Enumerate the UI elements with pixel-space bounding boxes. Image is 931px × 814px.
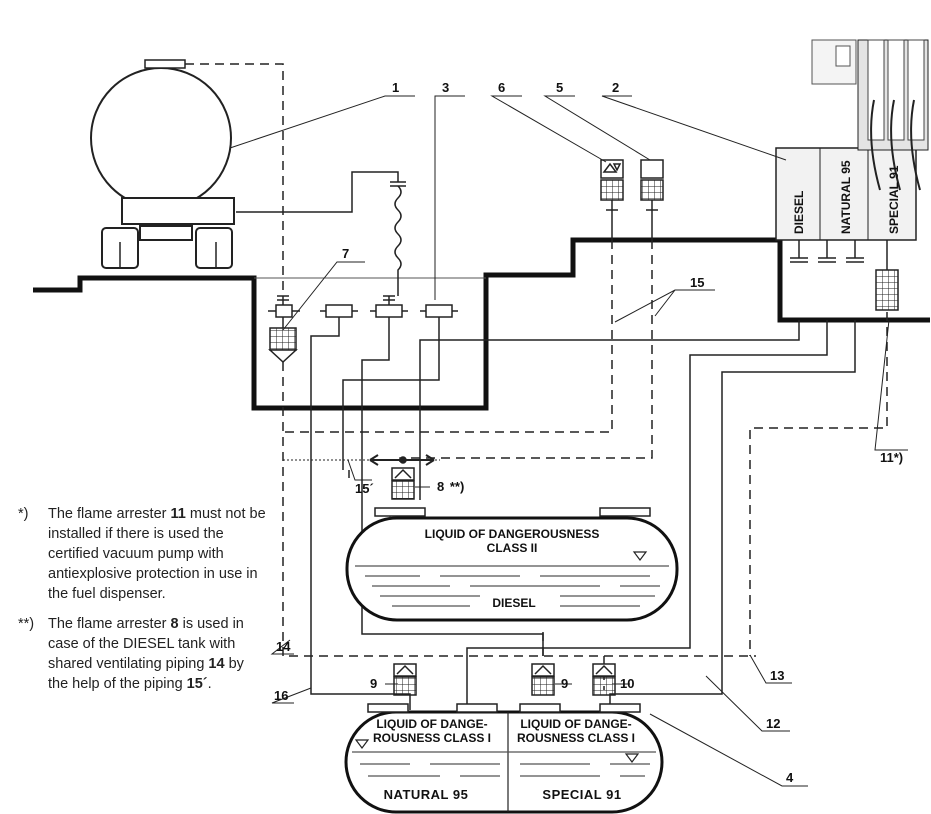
vent-devices: [600, 159, 664, 240]
footnotes: *) The flame arrester 11 must not be ins…: [18, 504, 268, 704]
callout-4: 4: [786, 770, 794, 785]
callout-8-number: 8: [437, 479, 444, 494]
callout-9-right: 9: [561, 676, 568, 691]
tank-natural-class-line1: LIQUID OF DANGE-: [376, 717, 487, 731]
callout-leaders: [229, 95, 908, 787]
footnote-1-text: The flame arrester: [48, 506, 171, 522]
callout-12: 12: [766, 716, 780, 731]
callout-16: 16: [274, 688, 288, 703]
callout-8: 8 **): [437, 479, 464, 494]
tank-diesel-class-line1: LIQUID OF DANGEROUSNESS: [425, 527, 600, 541]
callout-15: 15: [690, 275, 704, 290]
footnote-2-ref: 8: [170, 616, 179, 632]
filling-hose: [236, 171, 406, 296]
footnote-2-text: The flame arrester: [48, 616, 171, 632]
footnote-1-rest: must not be installed if there is used t…: [48, 506, 266, 602]
footnote-2-middle: is used in case of the DIESEL tank with …: [48, 616, 244, 672]
callout-numbers: 1 2 3 4 5 6 7 8 **) 9 9 10 11*) 12 13 14…: [274, 80, 903, 785]
footnote-2-mark: **): [18, 616, 35, 632]
footnote-2: **) The flame arrester 8 is used in case…: [18, 614, 268, 694]
dispenser-label-special91: SPECIAL 91: [887, 165, 901, 234]
callout-8-suffix: **): [450, 479, 464, 494]
footnote-1-ref: 11: [170, 506, 186, 522]
dispenser-label-natural95: NATURAL 95: [839, 160, 853, 234]
tank-natural-fuel-label: NATURAL 95: [384, 787, 469, 802]
footnote-2-ref2: 14: [208, 656, 225, 672]
piping-solid: [310, 317, 856, 710]
filling-fittings: [268, 295, 458, 364]
callout-10: 10: [620, 676, 634, 691]
flame-arresters: [391, 456, 616, 696]
callout-14: 14: [276, 639, 291, 654]
callout-5: 5: [556, 80, 563, 95]
tank-split: LIQUID OF DANGE- ROUSNESS CLASS I LIQUID…: [344, 703, 664, 814]
footnote-2-end: .: [207, 676, 212, 692]
callout-1: 1: [392, 80, 399, 95]
tank-special-class-line1: LIQUID OF DANGE-: [520, 717, 631, 731]
callout-3: 3: [442, 80, 449, 95]
callout-11: 11*): [880, 450, 903, 465]
footnote-1-mark: *): [18, 506, 29, 522]
callout-6: 6: [498, 80, 505, 95]
footnote-2-after: by the help of the piping: [48, 656, 244, 692]
callout-15b: 15´: [355, 481, 374, 496]
callout-2: 2: [612, 80, 619, 95]
callout-7: 7: [342, 246, 349, 261]
callout-13: 13: [770, 668, 784, 683]
tank-diesel-class-line2: CLASS II: [487, 541, 538, 555]
tank-special-class-line2: ROUSNESS CLASS I: [517, 731, 635, 745]
tanker-truck: [90, 59, 235, 269]
footnote-1: *) The flame arrester 11 must not be ins…: [18, 504, 268, 604]
ground-profile: [33, 237, 930, 411]
dispenser-label-diesel: DIESEL: [792, 191, 806, 234]
callout-9-left: 9: [370, 676, 377, 691]
tank-diesel: LIQUID OF DANGEROUSNESS CLASS II DIESEL: [345, 507, 679, 622]
tank-diesel-fuel-label: DIESEL: [492, 596, 535, 610]
tank-special-fuel-label: SPECIAL 91: [542, 787, 621, 802]
fuel-dispenser: DIESEL NATURAL 95 SPECIAL 91: [775, 39, 929, 311]
tank-natural-class-line2: ROUSNESS CLASS I: [373, 731, 491, 745]
footnote-2-ref3: 15´: [186, 676, 208, 692]
